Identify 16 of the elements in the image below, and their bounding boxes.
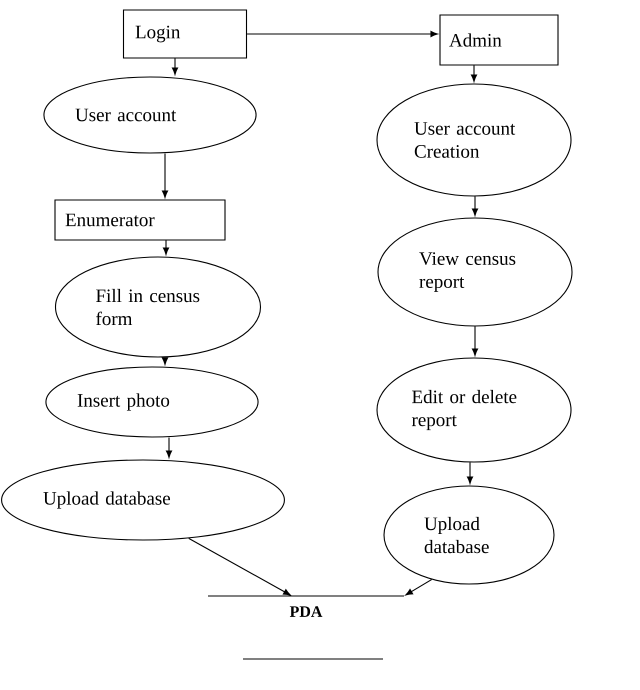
arrow <box>188 538 291 596</box>
arrow <box>162 154 168 198</box>
arrow <box>247 30 438 38</box>
arrow <box>472 326 478 356</box>
arrow <box>172 58 178 75</box>
arrow <box>472 196 478 216</box>
arrow <box>470 66 478 82</box>
arrow <box>162 357 168 365</box>
arrow <box>166 438 172 458</box>
arrow <box>466 462 474 484</box>
arrow <box>405 579 432 596</box>
arrow <box>162 240 170 255</box>
data-store: PDA <box>208 595 404 660</box>
process-box: Login <box>122 9 248 59</box>
process-box: Admin <box>439 14 559 66</box>
process-box: Enumerator <box>54 199 226 241</box>
